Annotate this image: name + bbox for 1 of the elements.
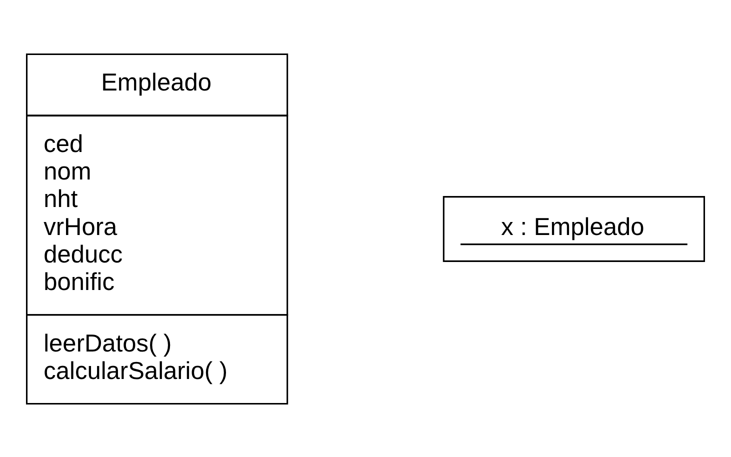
node-box: x : Empleado xyxy=(442,196,706,262)
